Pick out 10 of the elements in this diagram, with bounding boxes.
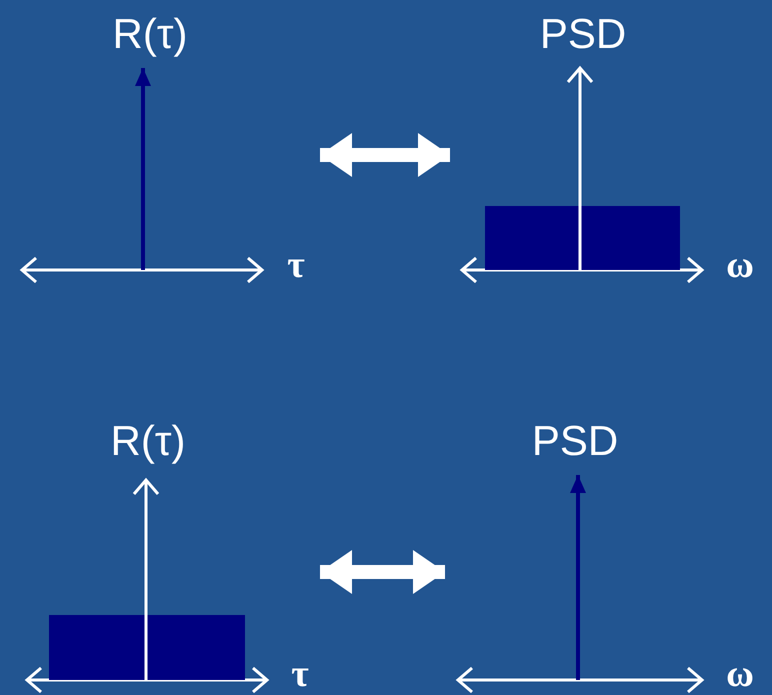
- plot-title: PSD: [532, 420, 618, 462]
- axis-variable-label: τ: [287, 246, 305, 284]
- plot-title: R(τ): [110, 420, 186, 462]
- double-headed-arrow: [320, 550, 445, 594]
- axis-variable-label: ω: [726, 655, 754, 693]
- plot-title: R(τ): [112, 13, 188, 55]
- plot-title: PSD: [540, 13, 626, 55]
- axis-variable-label: τ: [291, 655, 309, 693]
- axis-variable-label: ω: [726, 246, 754, 284]
- double-headed-arrow: [320, 133, 450, 177]
